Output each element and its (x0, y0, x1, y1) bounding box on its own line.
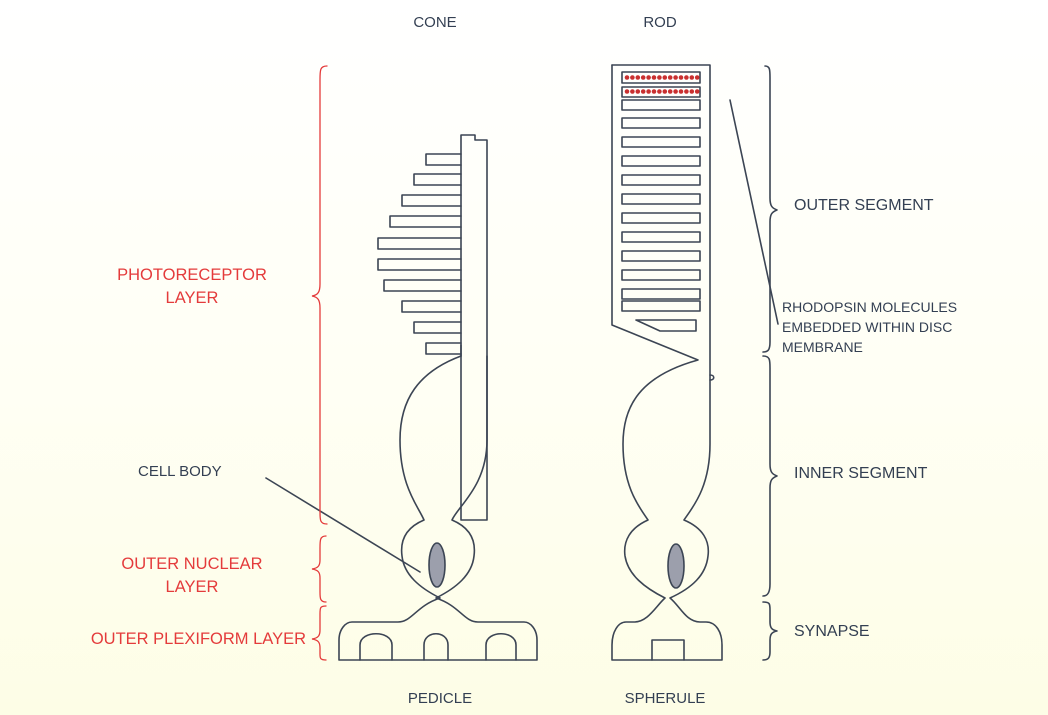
cone-cell (339, 135, 537, 660)
synapse-label: SYNAPSE (794, 622, 870, 641)
photoreceptor-layer-line-1: PHOTORECEPTOR (72, 264, 312, 287)
rhodopsin-dot (690, 75, 695, 80)
rhodopsin-dot (636, 89, 641, 94)
cone-inner-segment-outline (339, 356, 537, 660)
photoreceptor-layer-label: PHOTORECEPTOR LAYER (72, 264, 312, 310)
rhodopsin-dot (646, 75, 651, 80)
rhodopsin-dot (630, 75, 635, 80)
cone-discs (378, 154, 461, 356)
rhodopsin-dot (679, 75, 684, 80)
rod-spherule-notch (652, 640, 684, 660)
rhodopsin-molecules (625, 75, 700, 94)
cone-pedicle-notches (360, 634, 516, 660)
photoreceptor-layer-brace (312, 66, 327, 524)
rhodopsin-line-3: MEMBRANE (782, 337, 957, 357)
rhodopsin-dot (668, 89, 673, 94)
synapse-brace (763, 602, 777, 660)
rhodopsin-dot (679, 89, 684, 94)
rhodopsin-line-2: EMBEDDED WITHIN DISC (782, 317, 957, 337)
rhodopsin-label: RHODOPSIN MOLECULES EMBEDDED WITHIN DISC… (782, 297, 957, 357)
outer-plexiform-layer-brace (312, 606, 326, 660)
rhodopsin-dot (625, 89, 630, 94)
rhodopsin-line-1: RHODOPSIN MOLECULES (782, 297, 957, 317)
rhodopsin-dot (690, 89, 695, 94)
outer-nuclear-layer-line-2: LAYER (72, 576, 312, 599)
rhodopsin-dot (673, 75, 678, 80)
rhodopsin-dot (695, 89, 700, 94)
rhodopsin-dot (652, 75, 657, 80)
rhodopsin-dot (668, 75, 673, 80)
outer-segment-label: OUTER SEGMENT (794, 196, 934, 215)
rhodopsin-dot (636, 75, 641, 80)
cone-outer-segment-outline (461, 135, 487, 520)
photoreceptor-layer-line-2: LAYER (72, 287, 312, 310)
rhodopsin-dot (684, 89, 689, 94)
rod-label: ROD (610, 13, 710, 32)
cell-body-label: CELL BODY (138, 462, 222, 481)
rhodopsin-dot (663, 89, 668, 94)
rhodopsin-dot (673, 89, 678, 94)
cone-nucleus (429, 543, 445, 587)
rhodopsin-dot (657, 75, 662, 80)
rhodopsin-dot (625, 75, 630, 80)
inner-segment-label: INNER SEGMENT (794, 464, 927, 483)
rhodopsin-dot (684, 75, 689, 80)
rhodopsin-dot (663, 75, 668, 80)
outer-nuclear-layer-line-1: OUTER NUCLEAR (72, 553, 312, 576)
rhodopsin-dot (646, 89, 651, 94)
outer-plexiform-layer-label: OUTER PLEXIFORM LAYER (0, 628, 306, 651)
rhodopsin-dot (630, 89, 635, 94)
rod-body-outline (612, 65, 722, 660)
cone-label: CONE (385, 13, 485, 32)
pedicle-label: PEDICLE (380, 689, 500, 708)
rhodopsin-dot (641, 75, 646, 80)
spherule-label: SPHERULE (600, 689, 730, 708)
rhodopsin-dot (641, 89, 646, 94)
rhodopsin-dot (657, 89, 662, 94)
rod-discs (622, 72, 700, 331)
rhodopsin-dot (695, 75, 700, 80)
outer-nuclear-layer-label: OUTER NUCLEAR LAYER (72, 553, 312, 599)
rod-cell (612, 65, 722, 660)
rhodopsin-dot (652, 89, 657, 94)
rod-nucleus (668, 544, 684, 588)
inner-segment-brace (763, 356, 777, 596)
outer-nuclear-layer-brace (312, 536, 326, 602)
